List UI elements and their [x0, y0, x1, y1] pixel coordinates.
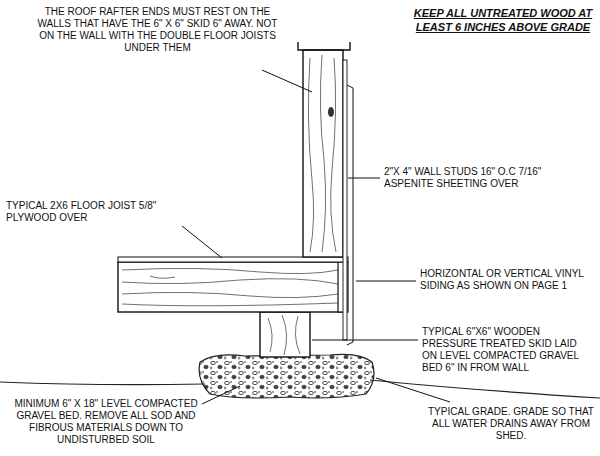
stud-label: 2"X 4" WALL STUDS 16" O.C 7/16" ASPENITE…	[384, 166, 574, 190]
plywood-floor	[118, 257, 348, 262]
wood-grain	[268, 315, 300, 355]
wood-grain	[122, 268, 338, 305]
wood-grain	[308, 55, 336, 252]
siding-label: HORIZONTAL OR VERTICAL VINYL SIDING AS S…	[420, 268, 592, 292]
skid-label: TYPICAL 6"X6" WOODEN PRESSURE TREATED SK…	[422, 326, 594, 374]
floor-joist	[118, 262, 342, 312]
rafter-note: THE ROOF RAFTER ENDS MUST REST ON THE WA…	[30, 6, 285, 54]
gravel-bed	[199, 354, 374, 398]
joist-label: TYPICAL 2X6 FLOOR JOIST 5/8" PLYWOOD OVE…	[6, 200, 186, 224]
grade-line	[370, 380, 600, 398]
gravel-note: MINIMUM 6" X 18" LEVEL COMPACTED GRAVEL …	[8, 398, 204, 446]
wall-stud	[303, 50, 343, 257]
top-plate	[298, 42, 350, 50]
vinyl-siding	[347, 85, 353, 345]
grade-note: TYPICAL GRADE. GRADE SO THAT ALL WATER D…	[428, 406, 594, 442]
grade-line	[0, 382, 205, 385]
pressure-treated-skid	[260, 312, 310, 357]
leader-line	[182, 70, 450, 404]
wood-knot	[328, 107, 334, 117]
heading-note: KEEP ALL UNTREATED WOOD AT LEAST 6 INCHE…	[412, 6, 594, 34]
sheathing	[343, 60, 347, 340]
